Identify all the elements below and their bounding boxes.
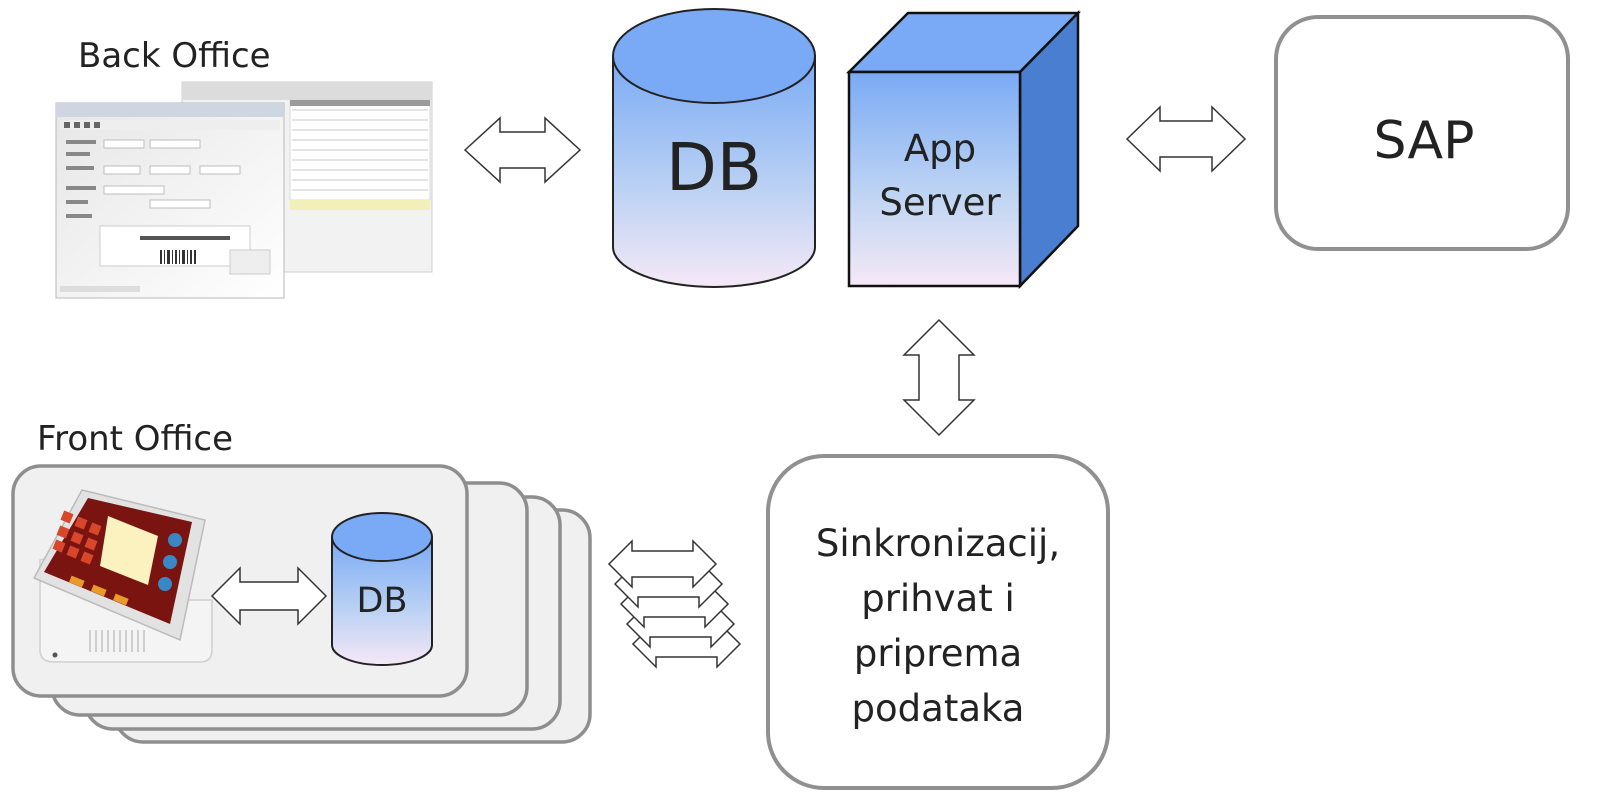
local-database-label: DB xyxy=(357,581,408,621)
sap-box xyxy=(1274,15,1570,251)
app-server-label-line1: App xyxy=(904,127,976,170)
local-database-cylinder xyxy=(331,512,433,666)
double-arrow-icon xyxy=(463,116,582,184)
sync-label-line2: prihvat i xyxy=(861,577,1015,620)
double-arrow-icon xyxy=(210,566,328,626)
app-server-label-line2: Server xyxy=(879,181,1001,224)
sync-label-line4: podataka xyxy=(852,687,1025,730)
front-office-label: Front Office xyxy=(37,419,233,459)
sync-label-line3: priprema xyxy=(854,632,1022,675)
database-cylinder xyxy=(612,8,816,288)
back-office-label: Back Office xyxy=(78,36,271,76)
double-arrow-icon xyxy=(1125,105,1247,173)
pos-terminal-icon xyxy=(32,489,213,663)
sync-box xyxy=(766,454,1110,790)
sync-label-line1: Sinkronizacij, xyxy=(816,522,1060,565)
back-office-screenshot-icon xyxy=(55,81,433,299)
sap-label: SAP xyxy=(1374,111,1475,171)
app-server-cube xyxy=(845,9,1081,290)
double-arrow-icon xyxy=(902,318,976,437)
stacked-double-arrows-icon xyxy=(607,539,742,669)
database-label: DB xyxy=(666,129,762,206)
